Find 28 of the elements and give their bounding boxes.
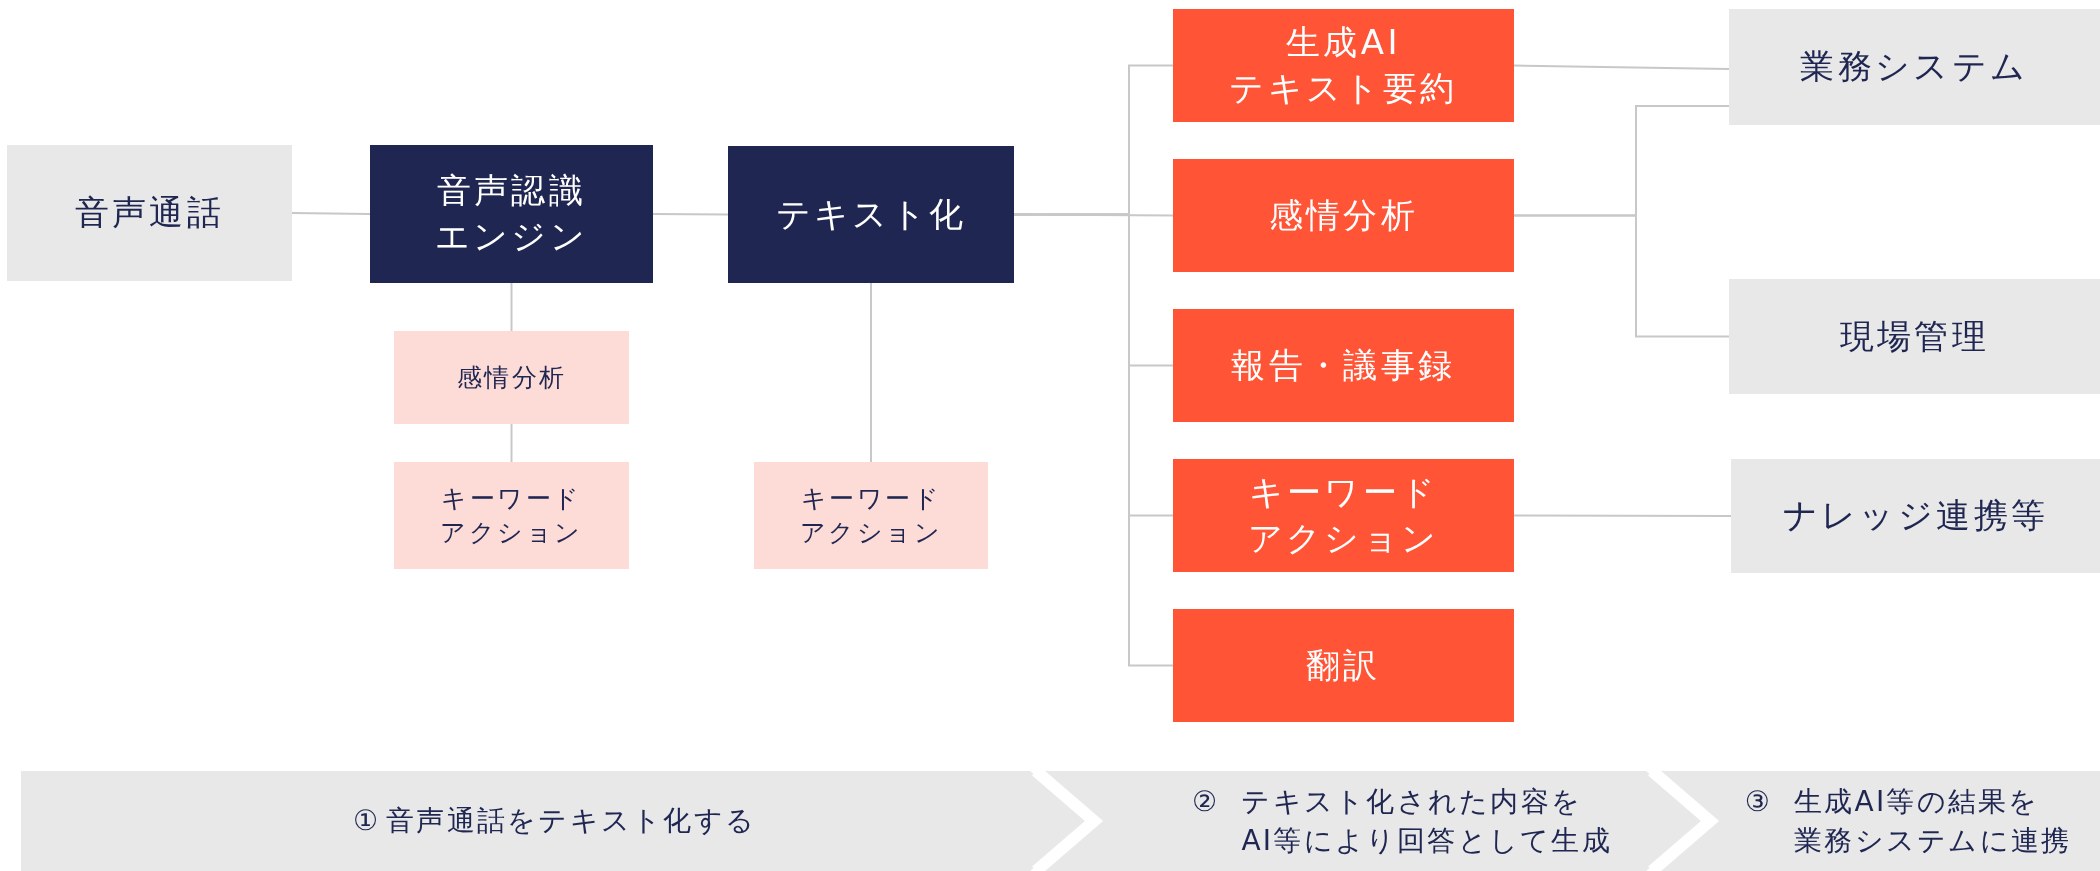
process-box: テキスト化 bbox=[728, 146, 1014, 283]
feature-box: 感情分析 bbox=[394, 331, 629, 424]
connector-line bbox=[1513, 514, 1732, 517]
connector-line bbox=[510, 282, 513, 332]
feature-box: キーワードアクション bbox=[754, 462, 988, 569]
process-box: 音声認識エンジン bbox=[370, 145, 653, 283]
connector-line bbox=[510, 423, 513, 463]
output-box: ナレッジ連携等 bbox=[1731, 459, 2100, 573]
function-box: 感情分析 bbox=[1173, 159, 1514, 272]
function-box: キーワードアクション bbox=[1173, 459, 1514, 572]
function-box: 報告・議事録 bbox=[1173, 309, 1514, 422]
connector-line bbox=[1513, 214, 1730, 338]
connector-line bbox=[870, 282, 872, 463]
step-text: テキスト化された内容をAI等により回答として生成 bbox=[1241, 783, 1612, 859]
connector-line bbox=[652, 213, 729, 216]
step-text: 音声通話をテキスト化する bbox=[386, 803, 757, 840]
step-number: ③ bbox=[1744, 783, 1773, 820]
function-box: 生成AIテキスト要約 bbox=[1173, 9, 1514, 122]
step-number: ① bbox=[352, 803, 381, 840]
function-box: 翻訳 bbox=[1173, 609, 1514, 722]
output-box: 現場管理 bbox=[1729, 279, 2100, 394]
step-number: ② bbox=[1192, 783, 1220, 820]
connector-line bbox=[291, 212, 371, 215]
feature-box: キーワードアクション bbox=[394, 462, 629, 569]
output-box: 音声通話 bbox=[7, 145, 292, 281]
connector-line bbox=[1513, 64, 1730, 70]
step-text: 生成AI等の結果を業務システムに連携 bbox=[1794, 783, 2072, 859]
output-box: 業務システム bbox=[1729, 9, 2100, 125]
